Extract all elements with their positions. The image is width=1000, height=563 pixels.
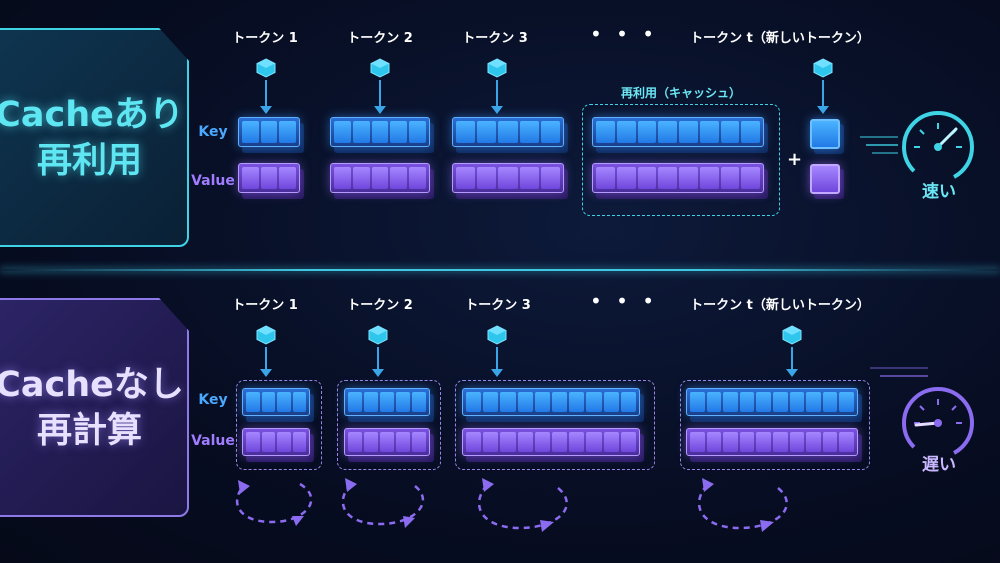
cache-title-line2: 再利用 <box>36 140 142 181</box>
arrow-head <box>491 106 503 114</box>
value-vector <box>330 163 430 193</box>
cached-key-vector <box>592 117 764 147</box>
token-arrow <box>822 80 824 106</box>
arrow-head <box>786 369 798 377</box>
token-cube-icon <box>370 58 390 78</box>
value-vector <box>238 163 300 193</box>
token-arrow <box>379 80 381 106</box>
top-key-label: Key <box>198 124 228 140</box>
top-value-label: Value <box>191 173 235 189</box>
bottom-token-1-label: トークン 1 <box>232 298 298 313</box>
new-value-cube <box>810 164 840 194</box>
bottom-token-t-label: トークン t（新しいトークン） <box>690 298 870 313</box>
token-arrow <box>791 347 793 369</box>
arrow-head <box>260 106 272 114</box>
key-vector <box>462 388 640 416</box>
arrow-head <box>817 106 829 114</box>
key-vector <box>330 117 430 147</box>
arrow-head <box>491 369 503 377</box>
key-vector <box>238 117 300 147</box>
token-cube-icon <box>487 325 507 345</box>
recompute-loop-icon <box>236 480 313 526</box>
bottom-key-label: Key <box>198 392 228 408</box>
value-vector <box>452 163 564 193</box>
speedometer-fast-icon <box>902 111 974 183</box>
token-arrow <box>265 347 267 369</box>
plus-sign: + <box>787 149 803 170</box>
token-cube-icon <box>256 58 276 78</box>
slow-label: 遅い <box>922 455 956 475</box>
recompute-box <box>680 380 870 470</box>
arrow-head <box>374 106 386 114</box>
recompute-box <box>337 380 441 470</box>
cache-title-line1: Cacheあり <box>0 94 184 135</box>
recompute-loop-icon <box>477 478 568 532</box>
cache-panel-title: Cacheあり 再利用 <box>0 28 189 247</box>
top-token-1-label: トークン 1 <box>232 31 298 46</box>
cache-reuse-box <box>582 104 780 216</box>
new-key-cube <box>810 119 840 149</box>
top-token-t-label: トークン t（新しいトークン） <box>690 31 870 46</box>
bottom-ellipsis: • • • <box>589 289 659 313</box>
nocache-title-line1: Cacheなし <box>0 364 184 405</box>
value-vector <box>242 428 310 456</box>
token-arrow <box>265 80 267 106</box>
nocache-panel-title: Cacheなし 再計算 <box>0 298 189 517</box>
token-cube-icon <box>368 325 388 345</box>
recompute-box <box>236 380 322 470</box>
speed-lines-icon <box>860 136 898 154</box>
key-vector <box>242 388 310 416</box>
speedometer-slow-icon <box>902 387 974 459</box>
fast-label: 速い <box>922 182 956 202</box>
nocache-title-line2: 再計算 <box>36 410 142 451</box>
token-cube-icon <box>256 325 276 345</box>
recompute-box <box>455 380 655 470</box>
recompute-loop-icon <box>697 478 788 532</box>
top-token-2-label: トークン 2 <box>347 31 413 46</box>
speed-lines-icon <box>870 367 928 377</box>
top-token-3-label: トークン 3 <box>462 31 528 46</box>
value-vector <box>462 428 640 456</box>
recompute-loop-icon <box>341 478 425 528</box>
top-ellipsis: • • • <box>589 22 659 46</box>
bottom-value-label: Value <box>191 433 235 449</box>
token-cube-icon <box>487 58 507 78</box>
section-divider <box>0 269 1000 271</box>
key-vector <box>344 388 430 416</box>
token-arrow <box>496 347 498 369</box>
cached-value-vector <box>592 163 764 193</box>
bottom-token-2-label: トークン 2 <box>347 298 413 313</box>
token-arrow <box>377 347 379 369</box>
value-vector <box>686 428 858 456</box>
token-cube-icon <box>782 325 802 345</box>
reuse-cache-label: 再利用（キャッシュ） <box>620 86 742 100</box>
arrow-head <box>260 369 272 377</box>
token-cube-icon <box>813 58 833 78</box>
value-vector <box>344 428 430 456</box>
token-arrow <box>496 80 498 106</box>
key-vector <box>686 388 858 416</box>
bottom-token-3-label: トークン 3 <box>465 298 531 313</box>
arrow-head <box>372 369 384 377</box>
key-vector <box>452 117 564 147</box>
